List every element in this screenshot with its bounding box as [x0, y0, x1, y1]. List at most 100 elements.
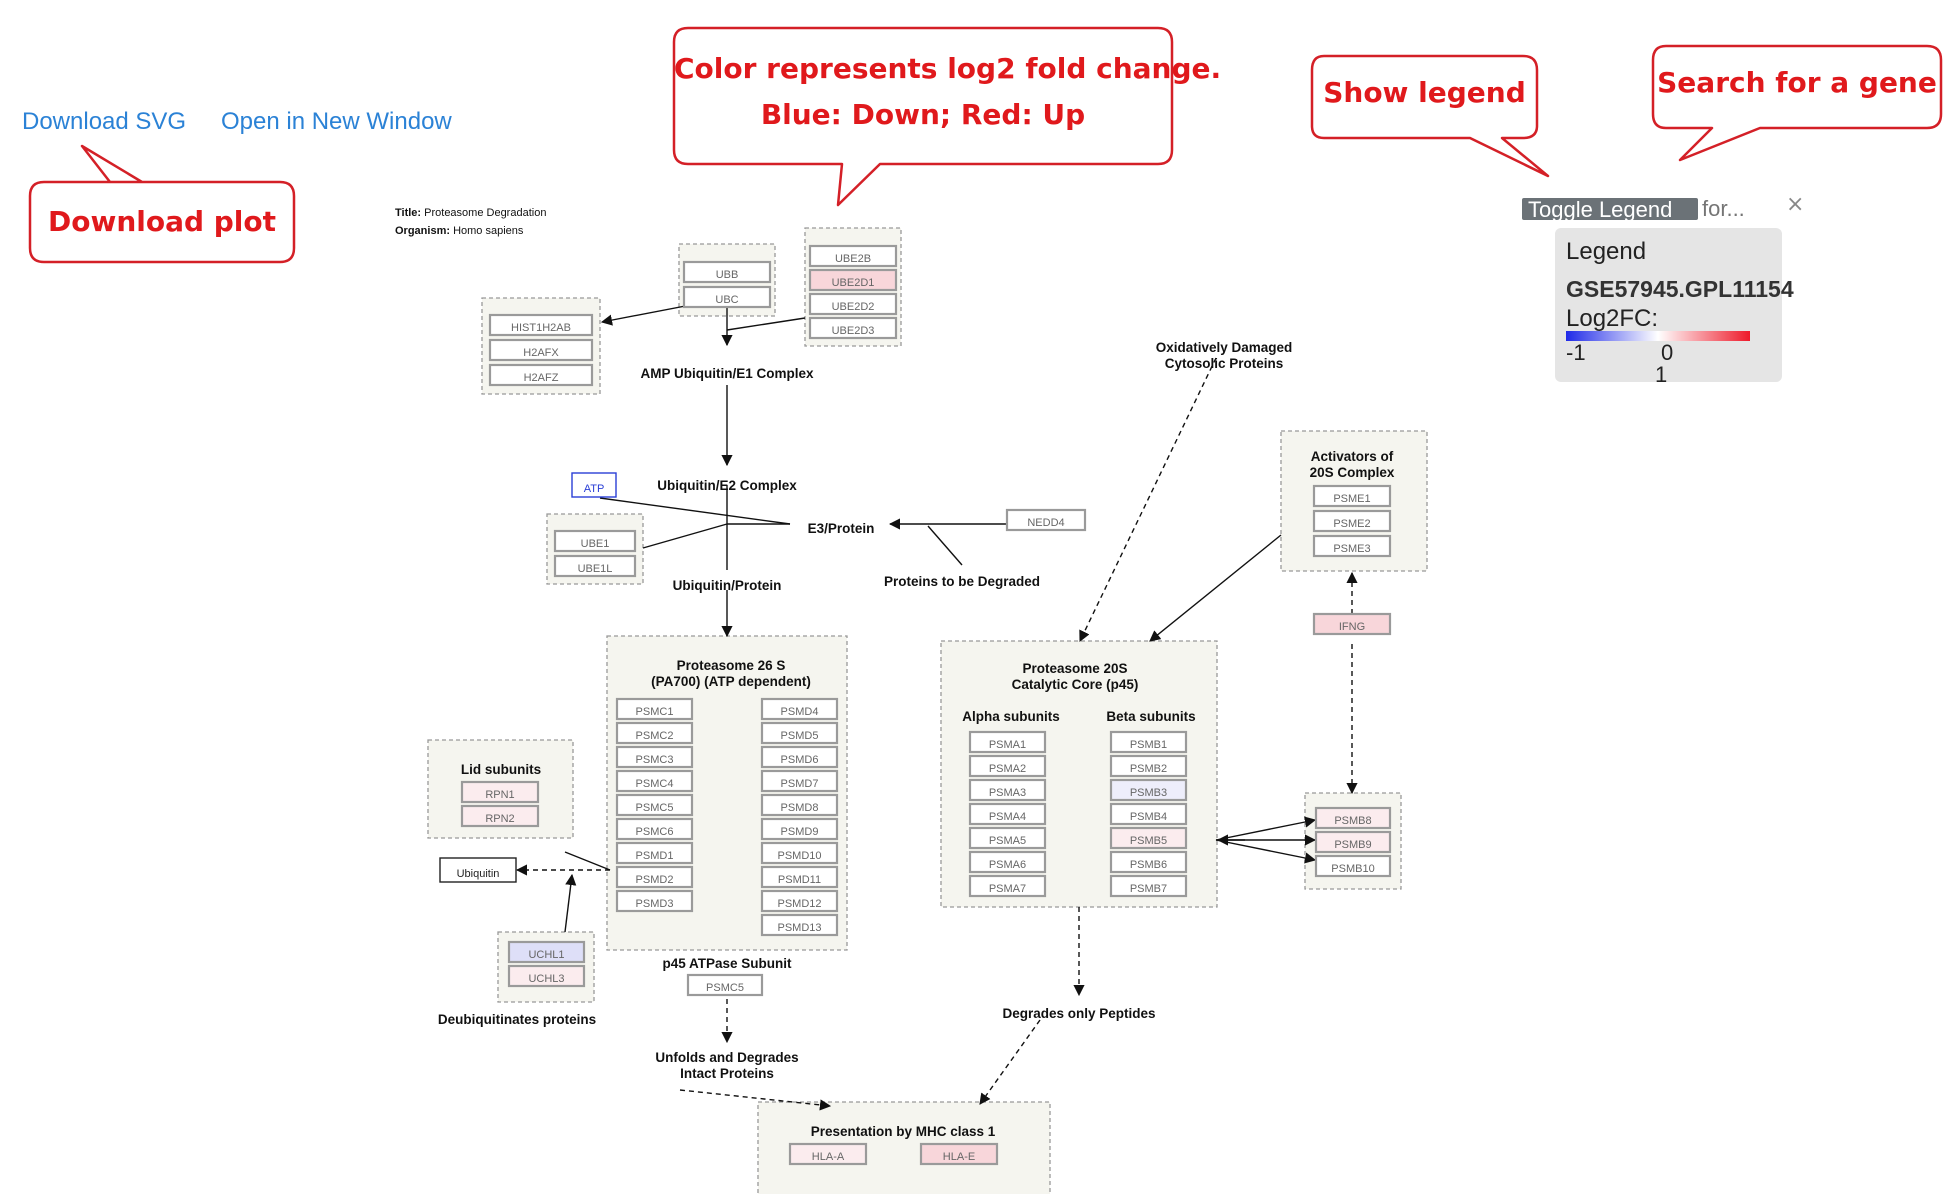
gene-box-uchl3[interactable]: UCHL3: [507, 964, 586, 988]
gene-node[interactable]: [615, 769, 694, 793]
gene-box-ube2d2[interactable]: UBE2D2: [808, 292, 898, 316]
gene-box-rpn2[interactable]: RPN2: [460, 804, 540, 828]
gene-box-psma4[interactable]: PSMA4: [968, 802, 1047, 826]
gene-node[interactable]: [919, 1142, 999, 1166]
gene-box-psmd13[interactable]: PSMD13: [760, 913, 839, 937]
toggle-legend-button[interactable]: Toggle Legend: [1522, 198, 1698, 220]
gene-node[interactable]: [968, 778, 1047, 802]
gene-box-psmb9[interactable]: PSMB9: [1314, 830, 1392, 854]
gene-box-psmb6[interactable]: PSMB6: [1109, 850, 1188, 874]
gene-node[interactable]: [571, 472, 617, 498]
gene-box-h2afz[interactable]: H2AFZ: [488, 363, 594, 387]
gene-box-ubb[interactable]: UBB: [682, 260, 772, 284]
gene-box-psma3[interactable]: PSMA3: [968, 778, 1047, 802]
gene-box-psmd4[interactable]: PSMD4: [760, 697, 839, 721]
gene-box-psmb2[interactable]: PSMB2: [1109, 754, 1188, 778]
gene-node[interactable]: [488, 338, 594, 362]
gene-node[interactable]: [488, 313, 594, 337]
gene-node[interactable]: [968, 730, 1047, 754]
download-svg-link[interactable]: Download SVG: [22, 108, 187, 135]
gene-node[interactable]: [968, 826, 1047, 850]
gene-box-psmc5[interactable]: PSMC5: [615, 793, 694, 817]
gene-node[interactable]: [507, 964, 586, 988]
gene-box-psmb8[interactable]: PSMB8: [1314, 806, 1392, 830]
gene-box-psme2[interactable]: PSME2: [1312, 509, 1392, 533]
gene-node[interactable]: [968, 850, 1047, 874]
gene-node[interactable]: [682, 260, 772, 284]
gene-node[interactable]: [1109, 802, 1188, 826]
gene-box-psme1[interactable]: PSME1: [1312, 484, 1392, 508]
gene-box-psmd6[interactable]: PSMD6: [760, 745, 839, 769]
gene-node[interactable]: [760, 817, 839, 841]
open-new-window-link[interactable]: Open in New Window: [221, 108, 452, 135]
gene-box-psmc3[interactable]: PSMC3: [615, 745, 694, 769]
gene-box-ifng[interactable]: IFNG: [1312, 612, 1392, 636]
gene-box-h2afx[interactable]: H2AFX: [488, 338, 594, 362]
gene-box-psmd1[interactable]: PSMD1: [615, 841, 694, 865]
gene-box-ube2b[interactable]: UBE2B: [808, 244, 898, 268]
gene-box-ube1[interactable]: UBE1: [553, 529, 637, 553]
gene-node[interactable]: [682, 285, 772, 309]
gene-node[interactable]: [1109, 874, 1188, 898]
gene-node[interactable]: [1314, 806, 1392, 830]
gene-box-psma1[interactable]: PSMA1: [968, 730, 1047, 754]
gene-node[interactable]: [760, 841, 839, 865]
gene-box-psmb4[interactable]: PSMB4: [1109, 802, 1188, 826]
gene-node[interactable]: [788, 1142, 868, 1166]
gene-box-ube1l[interactable]: UBE1L: [553, 554, 637, 578]
gene-box-hlaa[interactable]: HLA-A: [788, 1142, 868, 1166]
gene-box-uchl1[interactable]: UCHL1: [507, 940, 586, 964]
gene-node[interactable]: [1109, 826, 1188, 850]
gene-box-psmd12[interactable]: PSMD12: [760, 889, 839, 913]
gene-node[interactable]: [615, 721, 694, 745]
gene-node[interactable]: [460, 780, 540, 804]
gene-box-psmb3[interactable]: PSMB3: [1109, 778, 1188, 802]
gene-box-psma6[interactable]: PSMA6: [968, 850, 1047, 874]
gene-box-atp[interactable]: ATP: [571, 472, 617, 498]
gene-box-psmd9[interactable]: PSMD9: [760, 817, 839, 841]
gene-node[interactable]: [615, 793, 694, 817]
gene-node[interactable]: [760, 913, 839, 937]
gene-node[interactable]: [760, 721, 839, 745]
gene-box-psma5[interactable]: PSMA5: [968, 826, 1047, 850]
gene-node[interactable]: [1314, 854, 1392, 878]
gene-box-psmc6[interactable]: PSMC6: [615, 817, 694, 841]
gene-node[interactable]: [439, 857, 517, 883]
gene-box-psma7[interactable]: PSMA7: [968, 874, 1047, 898]
close-icon[interactable]: ×: [1786, 192, 1805, 217]
gene-box-nedd4[interactable]: NEDD4: [1005, 508, 1087, 532]
gene-box-psmc4[interactable]: PSMC4: [615, 769, 694, 793]
gene-node[interactable]: [760, 697, 839, 721]
gene-node[interactable]: [1312, 534, 1392, 558]
gene-node[interactable]: [760, 745, 839, 769]
gene-node[interactable]: [1109, 850, 1188, 874]
gene-node[interactable]: [760, 865, 839, 889]
gene-node[interactable]: [808, 244, 898, 268]
gene-box-psme3[interactable]: PSME3: [1312, 534, 1392, 558]
gene-node[interactable]: [968, 802, 1047, 826]
gene-node[interactable]: [1109, 730, 1188, 754]
gene-box-psmd7[interactable]: PSMD7: [760, 769, 839, 793]
gene-search-input[interactable]: [1702, 196, 1792, 222]
gene-node[interactable]: [1312, 509, 1392, 533]
gene-node[interactable]: [808, 316, 898, 340]
gene-box-psmc5b[interactable]: PSMC5: [686, 973, 764, 997]
gene-box-psmd2[interactable]: PSMD2: [615, 865, 694, 889]
gene-box-psmd5[interactable]: PSMD5: [760, 721, 839, 745]
gene-node[interactable]: [615, 889, 694, 913]
gene-box-psmb5[interactable]: PSMB5: [1109, 826, 1188, 850]
gene-box-psmb10[interactable]: PSMB10: [1314, 854, 1392, 878]
gene-box-ube2d1[interactable]: UBE2D1: [808, 268, 898, 292]
gene-node[interactable]: [968, 754, 1047, 778]
gene-box-psmb7[interactable]: PSMB7: [1109, 874, 1188, 898]
gene-node[interactable]: [1109, 754, 1188, 778]
gene-node[interactable]: [1312, 612, 1392, 636]
gene-box-psmc1[interactable]: PSMC1: [615, 697, 694, 721]
gene-box-psmd3[interactable]: PSMD3: [615, 889, 694, 913]
gene-node[interactable]: [808, 268, 898, 292]
gene-box-psma2[interactable]: PSMA2: [968, 754, 1047, 778]
gene-node[interactable]: [615, 697, 694, 721]
gene-node[interactable]: [1312, 484, 1392, 508]
gene-node[interactable]: [686, 973, 764, 997]
gene-node[interactable]: [553, 554, 637, 578]
